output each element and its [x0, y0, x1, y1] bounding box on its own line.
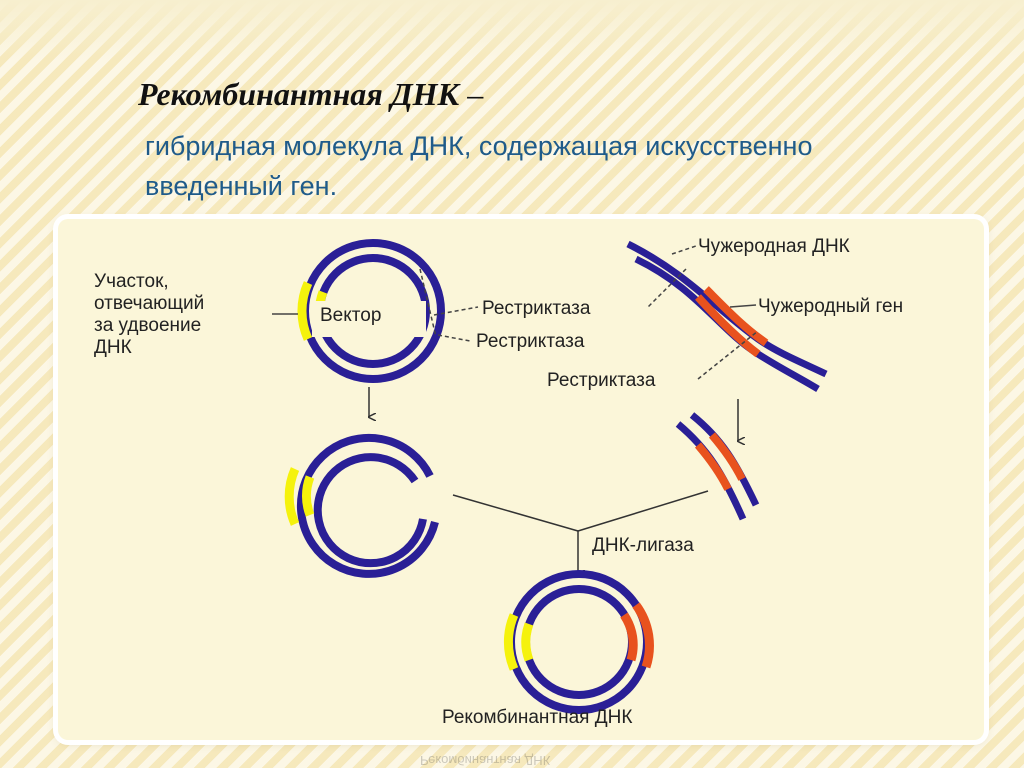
restriction-label-4: Рестриктаза — [547, 370, 656, 391]
recombinant-gene-outer — [632, 602, 654, 669]
cut-line-foreign-2 — [697, 330, 759, 380]
replication-line-2: отвечающий — [94, 293, 204, 314]
panel-reflection: Рекомбинантная ДНК — [420, 753, 551, 768]
replication-line-1: Участок, — [94, 271, 169, 292]
title-dash: – — [459, 76, 484, 112]
join-line-right — [577, 490, 709, 532]
foreign-fragment — [675, 412, 760, 521]
recombinant-replication-inner — [521, 622, 534, 662]
title-text: Рекомбинантная ДНК — [138, 76, 460, 112]
foreign-dna — [626, 240, 828, 393]
restriction-pointer-1 — [433, 306, 479, 316]
ligase-label: ДНК-лигаза — [592, 535, 694, 556]
join-line-left — [452, 494, 579, 532]
definition-text: гибридная молекула ДНК, содержащая искус… — [145, 131, 813, 201]
opened-vector — [284, 433, 439, 578]
foreign-gene-pointer — [729, 304, 757, 308]
foreign-dna-label: Чужеродная ДНК — [698, 236, 850, 257]
slide-title: Рекомбинантная ДНК – — [138, 76, 483, 113]
recombinant-dna-diagram: Вектор Участок, отвечающий за удвоение Д… — [94, 236, 903, 728]
foreign-dna-pointer — [671, 245, 697, 255]
recombinant-label: Рекомбинантная ДНК — [442, 707, 632, 728]
restriction-pointer-2 — [437, 334, 471, 342]
background-fade — [0, 0, 1024, 60]
restriction-label-2: Рестриктаза — [476, 331, 585, 352]
recombinant-replication-outer — [503, 613, 519, 671]
cut-line-vector — [419, 268, 437, 338]
opened-replication-outer — [284, 467, 300, 526]
fragment-gene-1 — [694, 442, 732, 491]
cut-line-foreign-1 — [647, 268, 687, 308]
restriction-label-1: Рестриктаза — [482, 298, 591, 319]
foreign-gene-label: Чужеродный ген — [758, 296, 903, 317]
opened-replication-inner — [302, 475, 315, 517]
recombinant-plasmid — [503, 570, 654, 714]
recombinant-gene-inner — [620, 612, 638, 662]
foreign-gene-strand-1 — [695, 294, 761, 358]
replication-site-label: Участок, отвечающий за удвоение ДНК — [94, 271, 210, 358]
foreign-gene-strand-2 — [703, 286, 769, 347]
replication-line-3: за удвоение — [94, 315, 201, 336]
replication-line-4: ДНК — [94, 337, 132, 358]
vector-label: Вектор — [320, 305, 381, 326]
replication-site-outer — [297, 281, 313, 341]
diagram-panel: Вектор Участок, отвечающий за удвоение Д… — [58, 219, 984, 740]
fragment-gene-2 — [708, 432, 746, 481]
vector-plasmid — [297, 239, 445, 383]
